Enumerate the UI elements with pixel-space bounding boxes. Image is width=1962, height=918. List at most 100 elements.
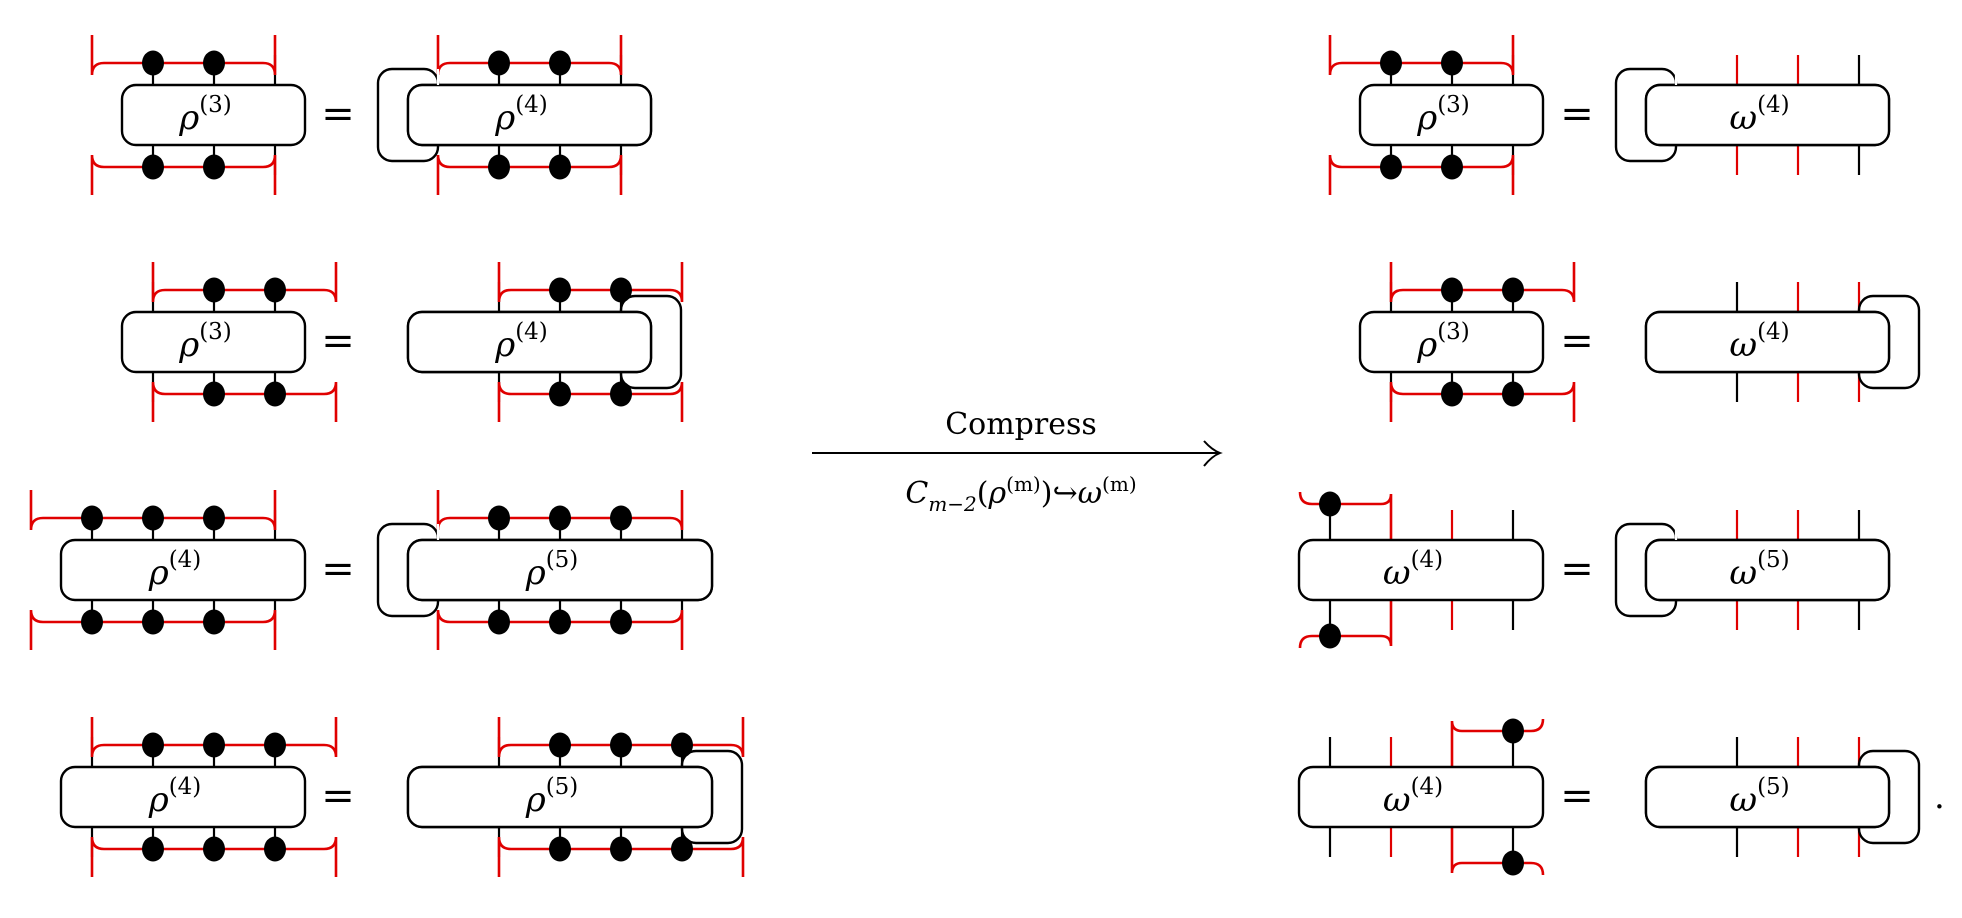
tensor-label: ρ(5) bbox=[525, 774, 579, 820]
contraction-node bbox=[549, 732, 571, 758]
tensor-superscript: (4) bbox=[1411, 774, 1444, 800]
tensor-box bbox=[1644, 83, 1891, 147]
contraction-wire bbox=[1328, 154, 1515, 195]
tensor-rho: ρ(4) bbox=[59, 717, 338, 877]
contraction-node bbox=[671, 732, 693, 758]
tensor-omega: ω(5)ω(5) bbox=[1644, 737, 1921, 857]
tensor-label: ω(4) bbox=[1729, 92, 1789, 138]
contraction-wire bbox=[1389, 381, 1576, 422]
tensor-superscript: (4) bbox=[169, 547, 202, 573]
tensor-box bbox=[1297, 765, 1545, 829]
tensor-superscript: (3) bbox=[199, 319, 232, 345]
tensor-box bbox=[120, 83, 307, 147]
tensor-box bbox=[59, 538, 307, 602]
equation-left-4: ρ(4)=ρ(5)ρ(5) bbox=[59, 717, 745, 877]
tensor-box bbox=[1297, 538, 1545, 602]
tensor-rho: ρ(4) bbox=[29, 490, 307, 650]
tensor-label: ρ(4) bbox=[148, 547, 202, 593]
tensor-omega: ω(4)ω(4) bbox=[1614, 55, 1891, 175]
contraction-node bbox=[142, 505, 164, 531]
contraction-wire bbox=[1328, 35, 1515, 76]
tensor-label: ρ(3) bbox=[1416, 319, 1470, 365]
tensor-rho: ρ(5)ρ(5) bbox=[376, 490, 714, 650]
tensor-omega: ω(4) bbox=[1297, 718, 1545, 876]
tensor-superscript: (4) bbox=[1757, 319, 1790, 345]
contraction-wire bbox=[90, 154, 277, 195]
contraction-node bbox=[549, 381, 571, 407]
tensor-rho: ρ(4)ρ(4) bbox=[406, 262, 684, 422]
tensor-superscript: (4) bbox=[515, 92, 548, 118]
tensor-label: ρ(3) bbox=[1416, 92, 1470, 138]
tensor-superscript: (5) bbox=[546, 547, 579, 573]
tensor-symbol: ρ bbox=[148, 553, 169, 593]
tensor-symbol: ρ bbox=[1416, 98, 1437, 138]
contraction-node bbox=[142, 154, 164, 180]
final-period: . bbox=[1934, 777, 1945, 817]
contraction-node bbox=[1380, 154, 1402, 180]
tensor-omega: ω(5)ω(5) bbox=[1614, 510, 1891, 630]
contraction-node bbox=[203, 505, 225, 531]
equals-sign: = bbox=[321, 546, 355, 592]
contraction-node bbox=[264, 836, 286, 862]
contraction-node bbox=[142, 50, 164, 76]
tensor-box bbox=[59, 765, 307, 829]
contraction-node bbox=[203, 609, 225, 635]
contraction-node bbox=[488, 505, 510, 531]
tensor-superscript: (3) bbox=[1437, 92, 1470, 118]
contraction-node bbox=[1319, 623, 1341, 649]
tensor-rho: ρ(3) bbox=[90, 35, 307, 195]
tensor-label: ω(4) bbox=[1729, 319, 1789, 365]
contraction-node bbox=[1441, 50, 1463, 76]
tensor-symbol: ρ bbox=[494, 325, 515, 365]
tensor-box bbox=[120, 310, 307, 374]
contraction-node bbox=[1502, 718, 1524, 744]
equation-right-4: ω(4)=ω(5)ω(5) bbox=[1297, 718, 1921, 876]
contraction-node bbox=[610, 609, 632, 635]
contraction-node bbox=[610, 505, 632, 531]
contraction-node bbox=[488, 50, 510, 76]
contraction-node bbox=[1502, 277, 1524, 303]
arrow-label-map: Cm−2(ρ(m))↪ω(m) bbox=[905, 472, 1136, 516]
contraction-wire bbox=[497, 381, 684, 422]
tensor-superscript: (5) bbox=[1757, 774, 1790, 800]
equals-sign: = bbox=[1560, 773, 1594, 819]
contraction-node bbox=[81, 505, 103, 531]
tensor-superscript: (4) bbox=[1757, 92, 1790, 118]
equation-right-2: ρ(3) = ω(4)ω(4) bbox=[1358, 262, 1921, 422]
tensor-box bbox=[1644, 310, 1891, 374]
tensor-box bbox=[406, 765, 714, 829]
tensor-superscript: (3) bbox=[1437, 319, 1470, 345]
tensor-box bbox=[406, 310, 653, 374]
contraction-node bbox=[610, 836, 632, 862]
tensor-omega: ω(4)ω(4) bbox=[1644, 282, 1921, 402]
tensor-symbol: ω bbox=[1729, 780, 1757, 820]
contraction-node bbox=[81, 609, 103, 635]
contraction-node bbox=[203, 732, 225, 758]
tensor-label: ω(5) bbox=[1729, 547, 1789, 593]
contraction-wire bbox=[436, 35, 623, 76]
contraction-node bbox=[488, 609, 510, 635]
equals-sign: = bbox=[321, 91, 355, 137]
tensor-label: ρ(5) bbox=[525, 547, 579, 593]
right-equations: ρ(3)=ω(4)ω(4)ρ(3)=ω(4)ω(4)ω(4)=ω(5)ω(5)ω… bbox=[1297, 35, 1921, 876]
equals-sign: = bbox=[1560, 318, 1594, 364]
contraction-node bbox=[1380, 50, 1402, 76]
tensor-rho: ρ(3) bbox=[1358, 262, 1576, 422]
tensor-superscript: (4) bbox=[1411, 547, 1444, 573]
contraction-wire bbox=[1450, 827, 1545, 876]
contraction-node bbox=[549, 609, 571, 635]
tensor-superscript: (3) bbox=[199, 92, 232, 118]
tensor-symbol: ω bbox=[1729, 98, 1757, 138]
contraction-wire bbox=[1450, 718, 1545, 767]
tensor-symbol: ω bbox=[1729, 553, 1757, 593]
contraction-node bbox=[203, 154, 225, 180]
tensor-box bbox=[406, 538, 714, 602]
compress-arrow: Compress Cm−2(ρ(m))↪ω(m) bbox=[812, 407, 1223, 516]
contraction-wire bbox=[1389, 262, 1576, 303]
arrow-label-compress: Compress bbox=[945, 407, 1097, 442]
contraction-node bbox=[1319, 491, 1341, 517]
contraction-node bbox=[671, 836, 693, 862]
contraction-node bbox=[203, 50, 225, 76]
tensor-symbol: ρ bbox=[525, 780, 546, 820]
contraction-node bbox=[264, 277, 286, 303]
